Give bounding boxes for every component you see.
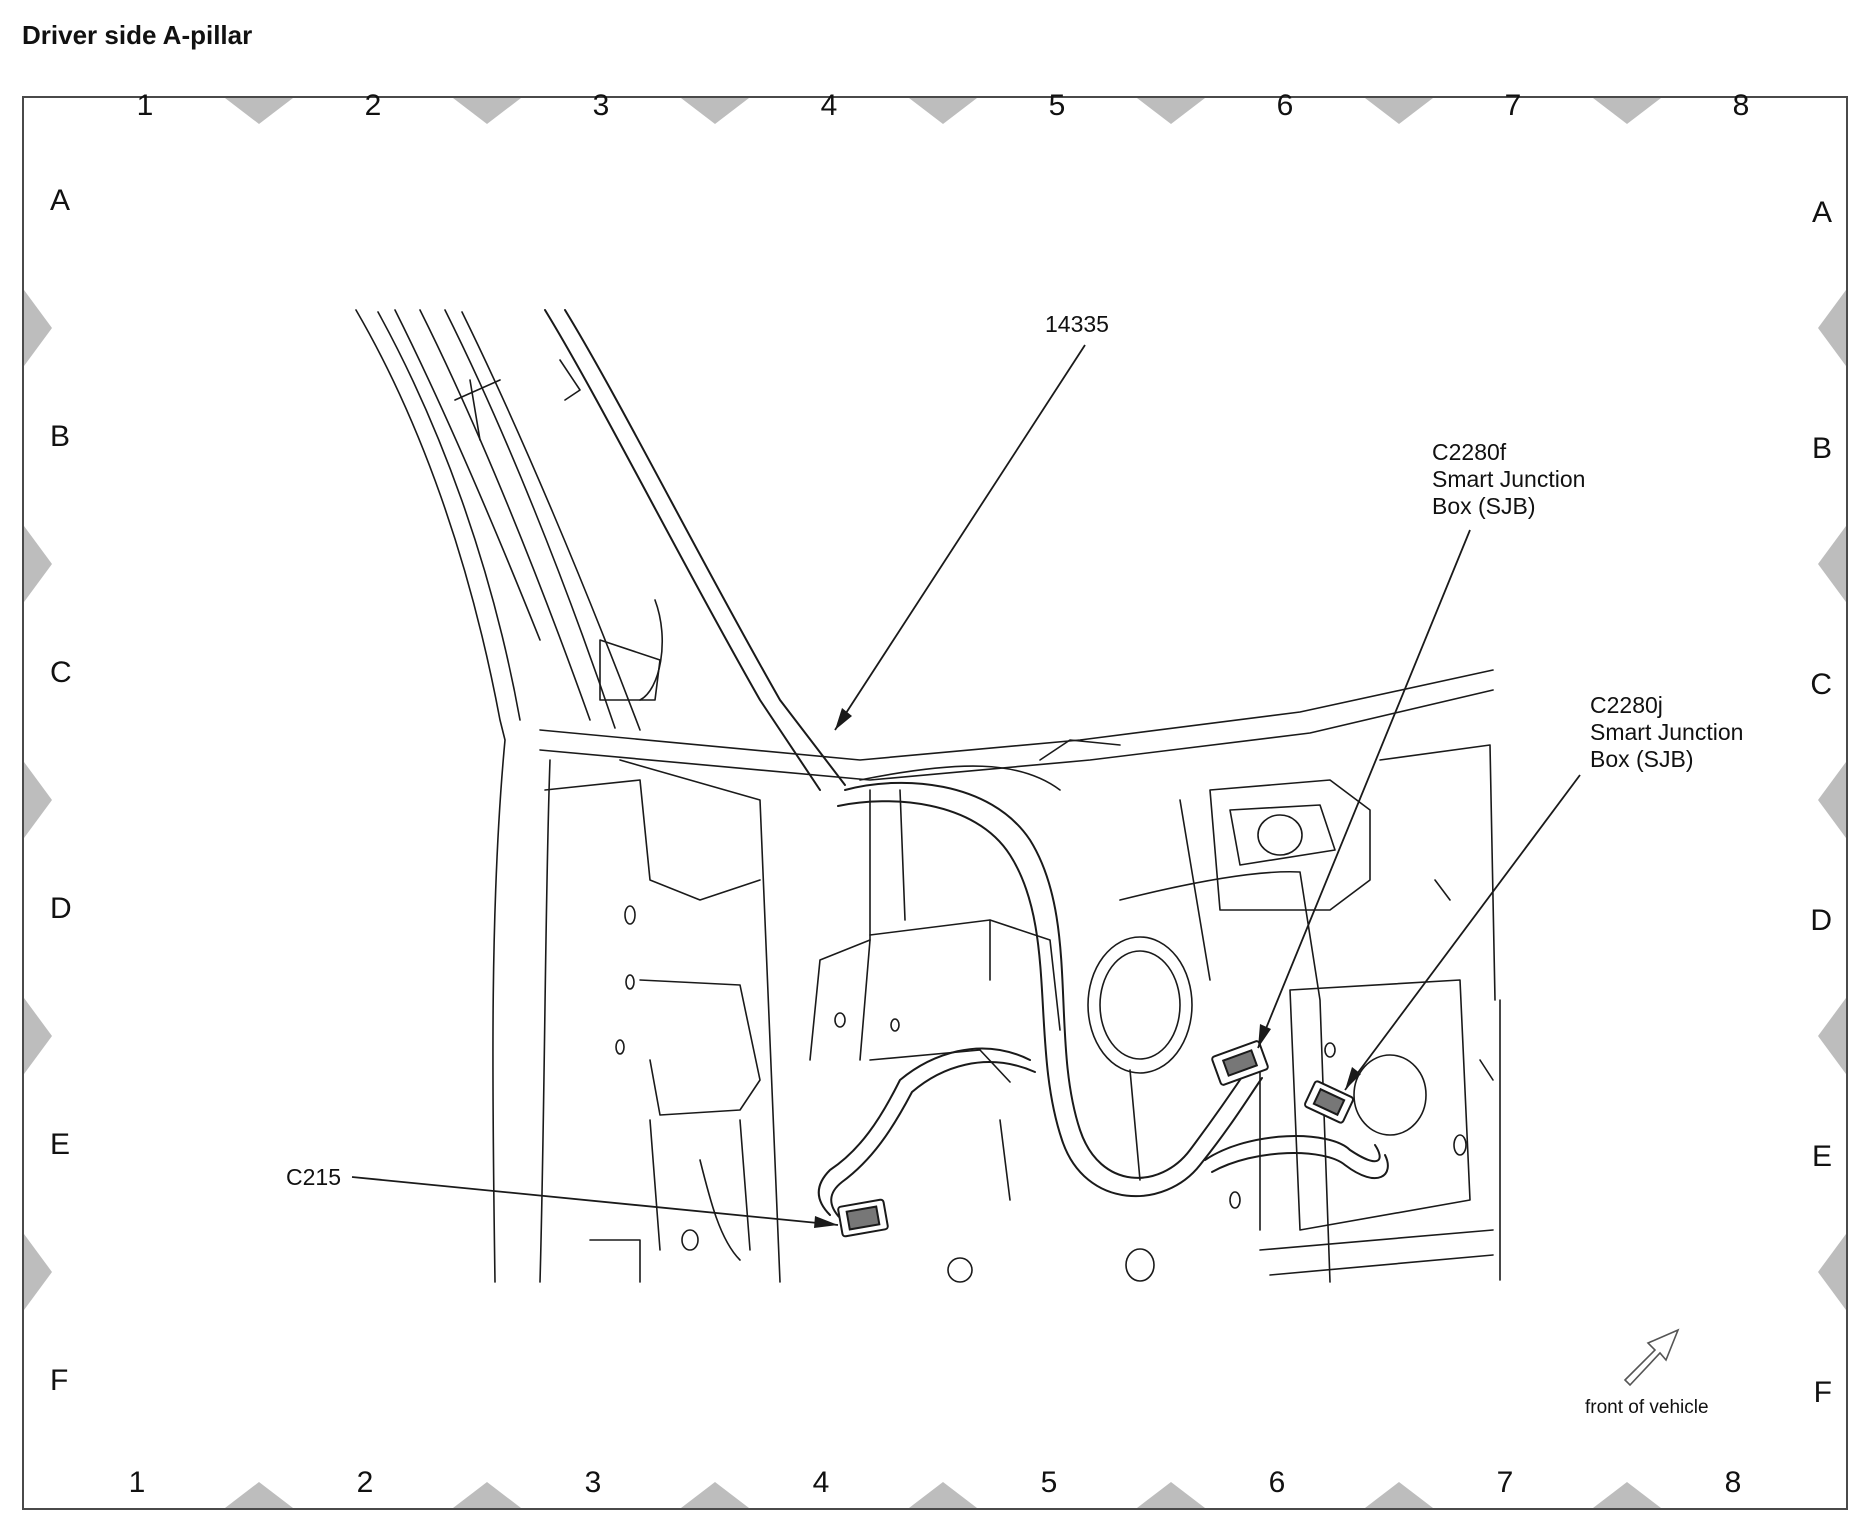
grid-markers: [24, 98, 1846, 1508]
grid-marker-top: [681, 98, 749, 124]
grid-row-label-left: F: [50, 1364, 68, 1397]
grid-row-label-left: D: [50, 892, 72, 925]
callout-14335: 14335: [834, 311, 1109, 731]
grid-column-label-bottom: 1: [129, 1466, 146, 1499]
callout-c2280f-line1: C2280f: [1432, 439, 1507, 465]
grid-marker-right: [1818, 762, 1846, 838]
grid-marker-left: [24, 526, 52, 602]
grid-row-label-left: C: [50, 656, 72, 689]
diagram-title: Driver side A-pillar: [22, 20, 253, 50]
callout-c2280j-line1: C2280j: [1590, 692, 1663, 718]
grid-marker-top: [1593, 98, 1661, 124]
callout-c2280j: C2280j Smart Junction Box (SJB): [1344, 692, 1743, 1091]
grid-column-label-top: 7: [1505, 89, 1522, 122]
callout-c2280f: C2280f Smart Junction Box (SJB): [1257, 439, 1585, 1049]
grid-marker-bottom: [681, 1482, 749, 1508]
callout-c215: C215: [286, 1164, 839, 1228]
grid-row-label-right: F: [1814, 1376, 1832, 1409]
callout-14335-label: 14335: [1045, 311, 1109, 337]
grid-column-label-top: 2: [365, 89, 382, 122]
grid-row-label-right: E: [1812, 1140, 1832, 1173]
grid-marker-left: [24, 290, 52, 366]
callout-c2280f-line3: Box (SJB): [1432, 493, 1536, 519]
grid-column-label-bottom: 5: [1041, 1466, 1058, 1499]
grid-marker-right: [1818, 290, 1846, 366]
grid-column-label-top: 6: [1277, 89, 1294, 122]
grid-row-label-right: C: [1810, 668, 1832, 701]
grid-marker-top: [225, 98, 293, 124]
grid-marker-top: [1137, 98, 1205, 124]
grid-row-label-left: E: [50, 1128, 70, 1161]
callout-c2280j-line2: Smart Junction: [1590, 719, 1743, 745]
grid-marker-left: [24, 762, 52, 838]
grid-marker-bottom: [909, 1482, 977, 1508]
callout-c215-label: C215: [286, 1164, 341, 1190]
grid-column-label-top: 3: [593, 89, 610, 122]
grid-column-label-bottom: 7: [1497, 1466, 1514, 1499]
grid-marker-bottom: [225, 1482, 293, 1508]
orientation-label: front of vehicle: [1585, 1397, 1709, 1418]
grid-column-label-top: 8: [1733, 89, 1750, 122]
front-arrow-icon: [1623, 1328, 1680, 1387]
diagram-frame: [22, 96, 1848, 1510]
grid-column-label-top: 4: [821, 89, 838, 122]
connector-c215-shape: [837, 1198, 889, 1238]
grid-column-label-bottom: 2: [357, 1466, 374, 1499]
vehicle-body-drawing: [355, 309, 1501, 1283]
connectors: [837, 1040, 1354, 1238]
grid-marker-left: [24, 998, 52, 1074]
grid-marker-top: [909, 98, 977, 124]
grid-marker-right: [1818, 1234, 1846, 1310]
grid-column-label-bottom: 6: [1269, 1466, 1286, 1499]
grid-marker-top: [1365, 98, 1433, 124]
grid-marker-top: [453, 98, 521, 124]
grid-row-label-left: A: [50, 184, 70, 217]
grid-row-label-right: B: [1812, 432, 1832, 465]
callout-c2280f-line2: Smart Junction: [1432, 466, 1585, 492]
grid-marker-bottom: [1137, 1482, 1205, 1508]
grid-marker-right: [1818, 526, 1846, 602]
grid-column-label-bottom: 3: [585, 1466, 602, 1499]
grid-marker-bottom: [453, 1482, 521, 1508]
connector-c2280j-shape: [1304, 1080, 1354, 1124]
wiring-harness: [817, 781, 1389, 1219]
grid-column-label-bottom: 4: [813, 1466, 830, 1499]
grid-marker-right: [1818, 998, 1846, 1074]
grid-row-label-right: A: [1812, 196, 1832, 229]
callout-c2280j-line3: Box (SJB): [1590, 746, 1694, 772]
grid-marker-bottom: [1593, 1482, 1661, 1508]
grid-row-label-right: D: [1810, 904, 1832, 937]
connector-c2280f-shape: [1211, 1040, 1269, 1086]
grid-marker-bottom: [1365, 1482, 1433, 1508]
grid-column-label-bottom: 8: [1725, 1466, 1742, 1499]
grid-marker-left: [24, 1234, 52, 1310]
grid-column-label-top: 1: [137, 89, 154, 122]
grid-column-label-top: 5: [1049, 89, 1066, 122]
grid-row-label-left: B: [50, 420, 70, 453]
